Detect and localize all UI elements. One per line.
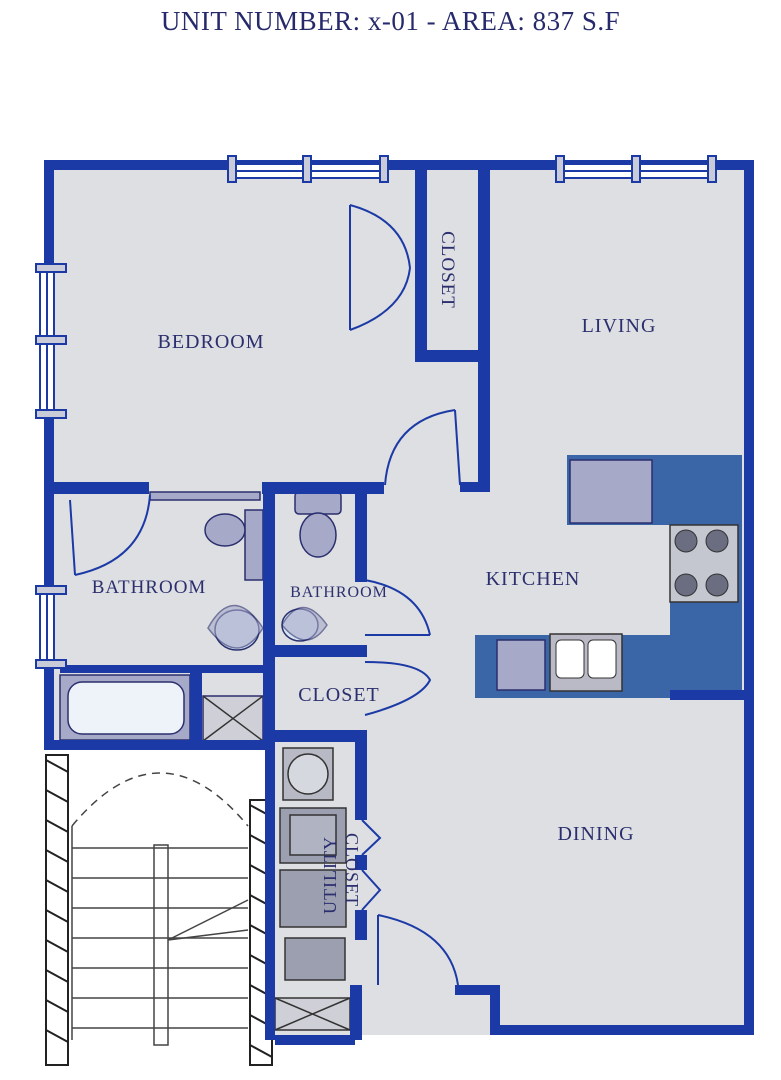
stairwell	[45, 754, 273, 1066]
label-closet-bedroom: CLOSET	[437, 231, 458, 309]
doors	[69, 204, 461, 986]
label-utility-closet: CLOSET	[342, 833, 362, 907]
label-bedroom: BEDROOM	[157, 331, 264, 353]
walls	[44, 160, 754, 1045]
label-kitchen: KITCHEN	[486, 568, 581, 590]
kitchen-sink	[549, 633, 623, 692]
bathroom-fixtures	[59, 491, 342, 742]
label-bathroom-main: BATHROOM	[92, 577, 207, 598]
label-bathroom-small: BATHROOM	[290, 584, 388, 601]
label-dining: DINING	[557, 823, 634, 845]
laundry-appliances	[274, 747, 351, 1031]
label-closet-hall: CLOSET	[298, 684, 380, 706]
plan-title: UNIT NUMBER: x-01 - AREA: 837 S.F	[160, 6, 621, 36]
stove	[669, 524, 739, 603]
windows	[35, 155, 717, 669]
label-living: LIVING	[582, 315, 657, 337]
label-utility: UTILITY	[320, 836, 340, 914]
